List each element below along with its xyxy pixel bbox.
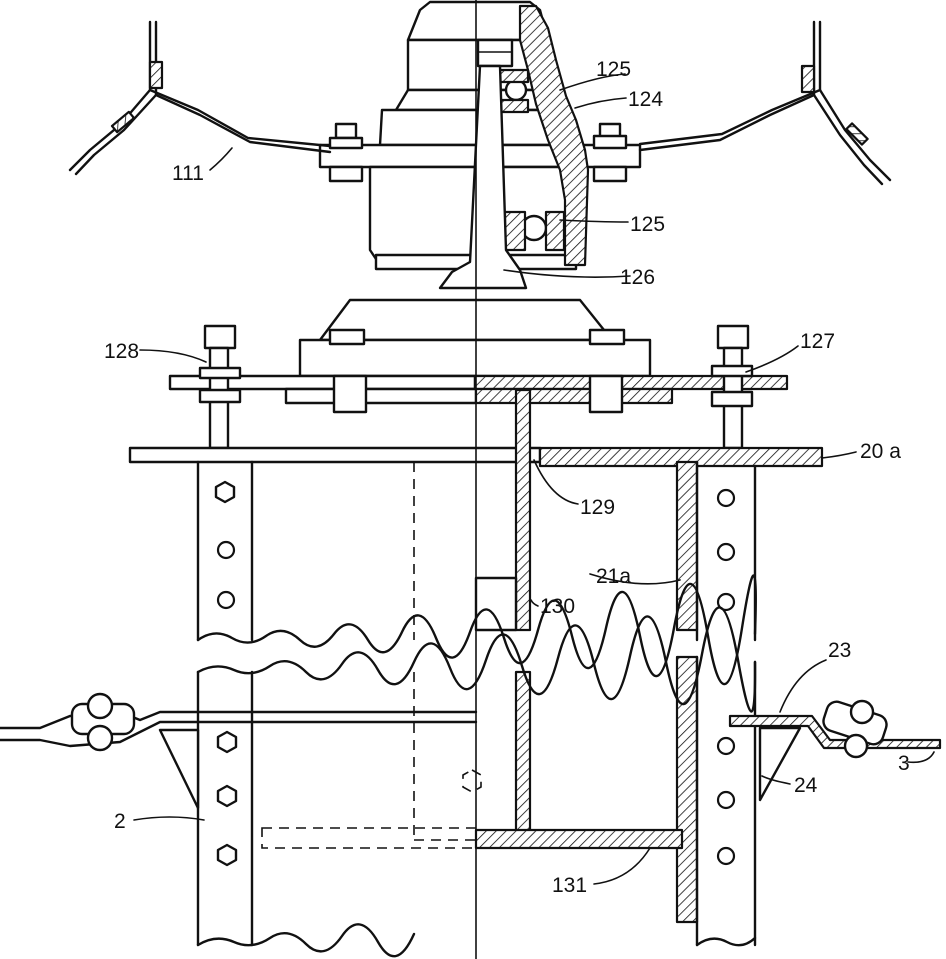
cross-member-131 [474,828,684,850]
reference-labels: 111 125 124 125 126 128 127 20 a 129 21a… [104,58,910,897]
label-129: 129 [580,496,615,519]
bearing-housing [318,0,642,290]
base-bolts [332,374,624,414]
tie-rod-right [728,699,942,802]
label-127: 127 [800,330,835,353]
label-20a: 20 a [860,440,901,463]
label-131: 131 [552,874,587,897]
label-128: 128 [104,340,139,363]
post-right [695,460,757,947]
break-lines [196,574,757,958]
label-23: 23 [828,639,851,662]
label-125-bottom: 125 [630,213,665,236]
tie-rod-left [0,692,478,810]
leader-lines [133,73,935,885]
label-124: 124 [628,88,663,111]
label-24: 24 [794,774,818,797]
label-2: 2 [114,810,126,833]
baffle-right [638,20,892,186]
leveling-bolt-right [710,324,754,450]
flange-bolt-right [592,122,628,183]
top-plate-20a [128,446,824,468]
hidden-lines [261,462,516,849]
column-21a [675,460,699,924]
post-left [196,460,254,947]
baffle-left [68,20,332,176]
center-tube [474,388,532,842]
label-130: 130 [540,595,575,618]
label-125-top: 125 [596,58,631,81]
label-111: 111 [172,162,204,185]
pedestal-base [298,298,652,378]
label-126: 126 [620,266,655,289]
mounting-plate-127 [168,374,789,405]
label-3: 3 [898,752,910,775]
leveling-bolt-left [198,324,242,450]
label-21a: 21a [596,565,631,588]
flange-bolt-left [328,122,364,183]
